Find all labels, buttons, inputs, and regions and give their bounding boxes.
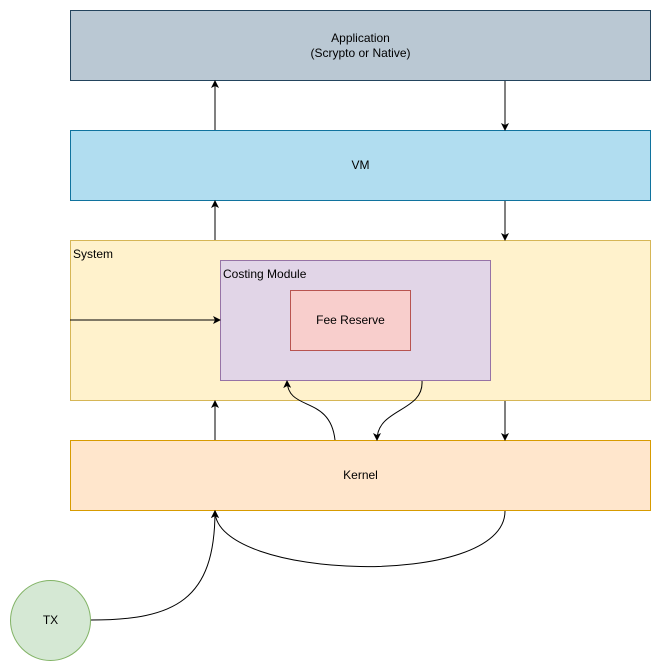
costing-module-label: Costing Module xyxy=(223,267,307,281)
arrow-kernel-to-costing-module xyxy=(283,380,336,441)
fee-reserve-label: Fee Reserve xyxy=(316,313,385,327)
kernel-label: Kernel xyxy=(343,468,378,482)
application-title: Application xyxy=(331,30,390,45)
fee-reserve-box: Fee Reserve xyxy=(290,290,411,351)
arrow-kernel-loop xyxy=(211,510,506,568)
tx-label: TX xyxy=(42,613,59,627)
arrow-tx-to-kernel xyxy=(90,510,219,621)
vm-box: VM xyxy=(70,130,651,201)
system-label: System xyxy=(73,247,114,261)
tx-node: TX xyxy=(10,580,91,661)
application-subtitle: (Scrypto or Native) xyxy=(310,45,411,60)
kernel-box: Kernel xyxy=(70,440,651,511)
arrow-costing-module-to-kernel xyxy=(373,380,423,441)
vm-label: VM xyxy=(351,158,370,172)
application-box: Application (Scrypto or Native) xyxy=(70,10,651,81)
